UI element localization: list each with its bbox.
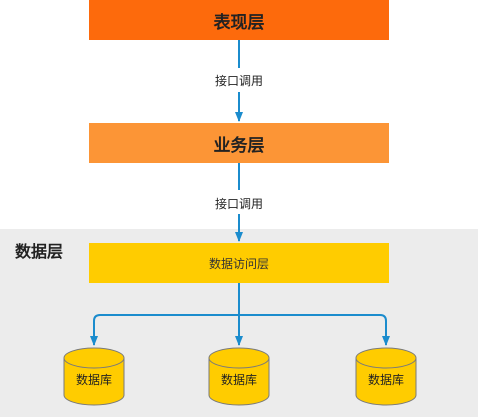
business-layer-label: 业务层 <box>213 135 265 156</box>
connector-branch <box>90 314 239 346</box>
database-label: 数据库 <box>367 373 404 387</box>
data-access-layer-box: 数据访问层 <box>89 243 389 283</box>
presentation-layer-box: 表现层 <box>89 0 389 40</box>
database-cylinder <box>63 347 125 406</box>
data-access-layer-label: 数据访问层 <box>208 256 269 271</box>
database-label: 数据库 <box>75 373 112 387</box>
edge-label-interface-call: 接口调用 <box>214 74 263 88</box>
edge-label-interface-call: 接口调用 <box>214 197 263 211</box>
database-cylinder <box>208 347 270 406</box>
connector-branch <box>239 314 390 346</box>
database-label: 数据库 <box>220 373 257 387</box>
data-layer-title: 数据层 <box>15 242 64 261</box>
database-cylinder <box>355 347 417 406</box>
business-layer-box: 业务层 <box>89 123 389 163</box>
presentation-layer-label: 表现层 <box>213 12 265 33</box>
